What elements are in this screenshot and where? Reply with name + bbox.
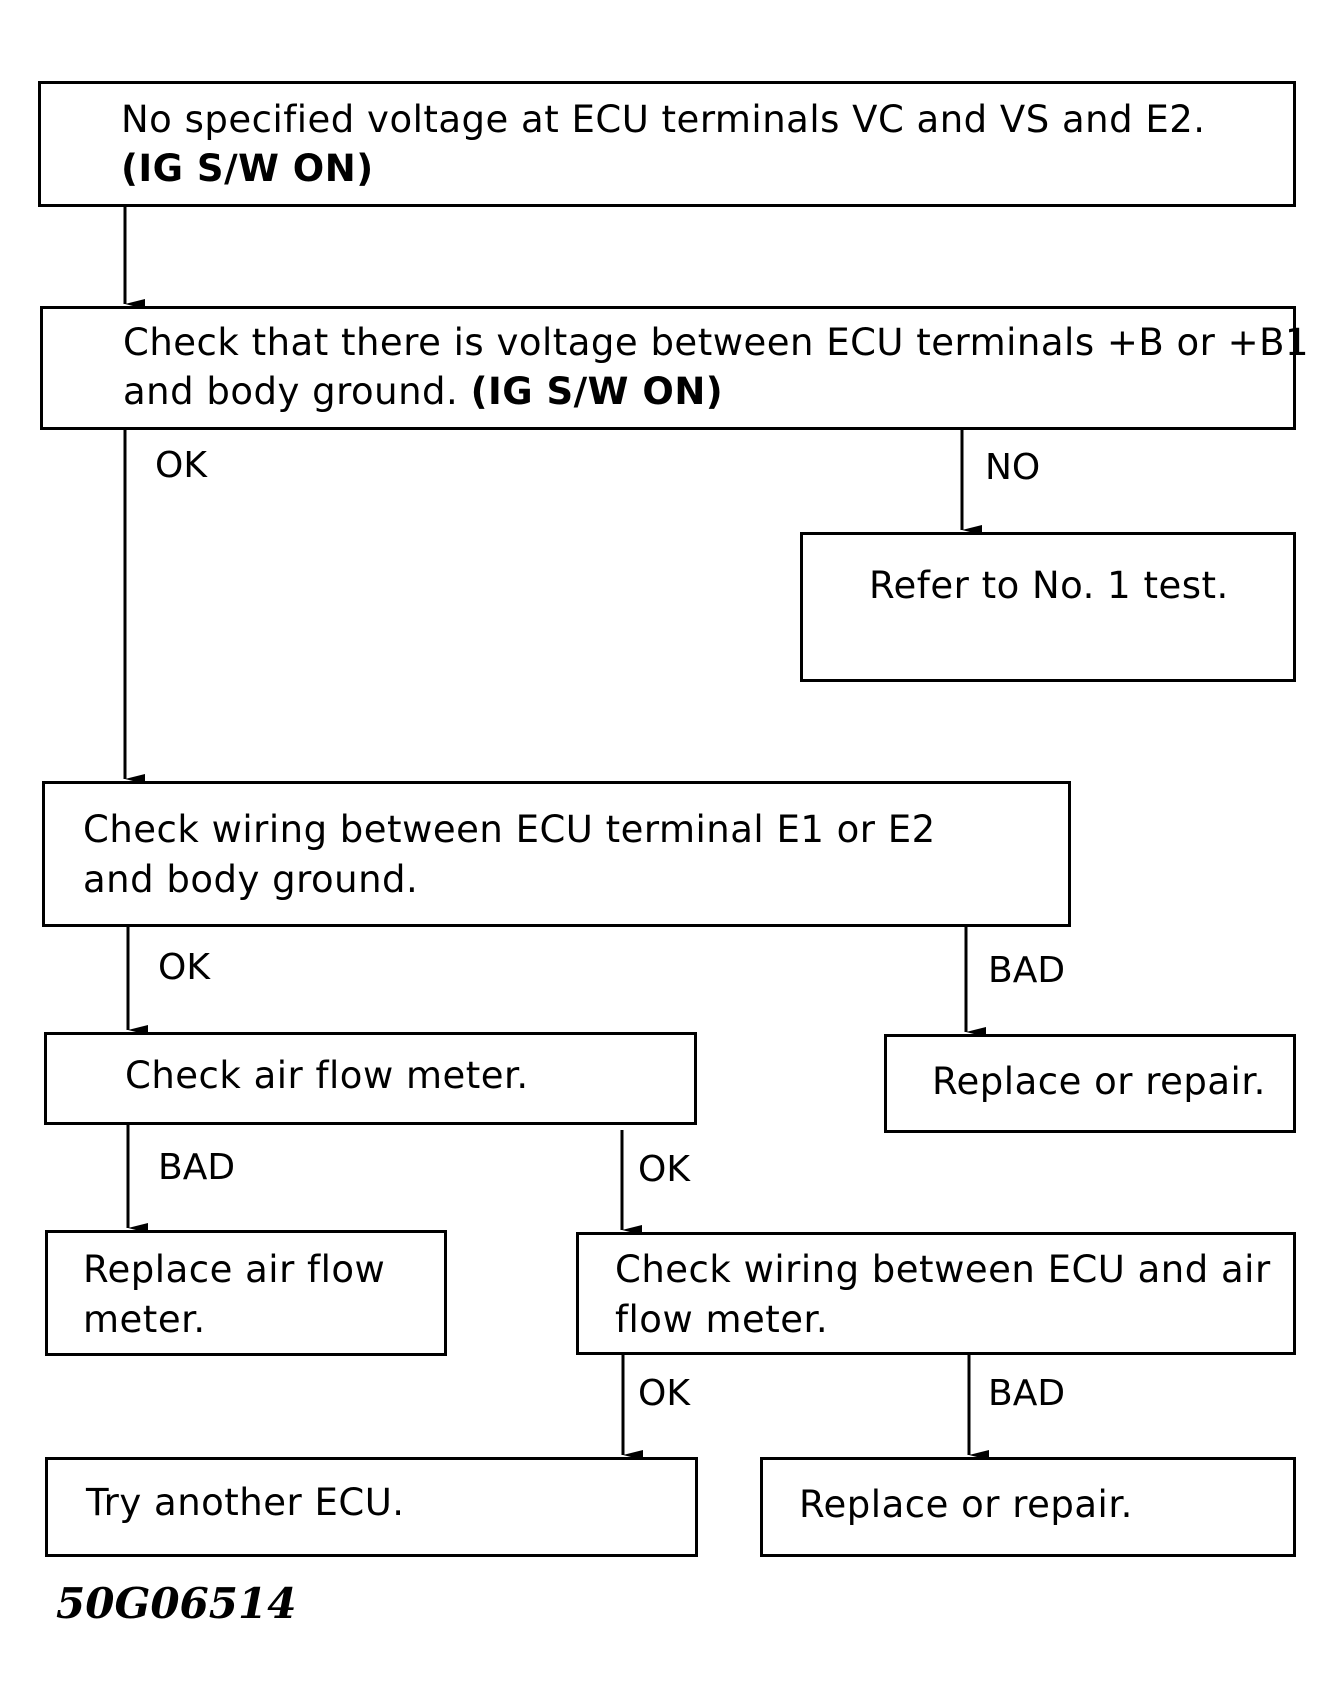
replace-repair-box-2: Replace or repair. bbox=[760, 1457, 1296, 1557]
figure-id: 50G06514 bbox=[56, 1579, 297, 1628]
try-ecu-text: Try another ECU. bbox=[86, 1481, 405, 1524]
label-bad-2: BAD bbox=[158, 1147, 236, 1188]
start-line-2: (IG S/W ON) bbox=[121, 147, 374, 190]
replace-repair-1-text: Replace or repair. bbox=[932, 1060, 1266, 1103]
check-voltage-line-1: Check that there is voltage between ECU … bbox=[123, 321, 1310, 364]
label-bad-1: BAD bbox=[988, 950, 1066, 991]
check-air-flow-text: Check air flow meter. bbox=[125, 1054, 529, 1097]
check-wiring-ground-line-1: Check wiring between ECU terminal E1 or … bbox=[83, 808, 936, 851]
check-voltage-line-2-text: and body ground. bbox=[123, 370, 471, 413]
check-wiring-meter-line-1: Check wiring between ECU and air bbox=[615, 1248, 1271, 1291]
check-air-flow-box: Check air flow meter. bbox=[44, 1032, 697, 1125]
label-ok-3: OK bbox=[638, 1149, 690, 1190]
check-wiring-ground-box: Check wiring between ECU terminal E1 or … bbox=[42, 781, 1071, 927]
check-voltage-condition: (IG S/W ON) bbox=[470, 370, 724, 413]
replace-repair-2-text: Replace or repair. bbox=[799, 1483, 1133, 1526]
replace-meter-line-1: Replace air flow bbox=[83, 1248, 386, 1291]
check-voltage-box: Check that there is voltage between ECU … bbox=[40, 306, 1309, 430]
label-ok-2: OK bbox=[158, 947, 210, 988]
replace-meter-box: Replace air flow meter. bbox=[45, 1230, 447, 1356]
label-no-1: NO bbox=[985, 447, 1041, 488]
label-ok-1: OK bbox=[155, 445, 207, 486]
check-wiring-meter-box: Check wiring between ECU and air flow me… bbox=[576, 1232, 1296, 1355]
check-voltage-line-2: and body ground. (IG S/W ON) bbox=[123, 367, 723, 417]
check-wiring-ground-line-2: and body ground. bbox=[83, 858, 419, 901]
refer-test-text: Refer to No. 1 test. bbox=[869, 564, 1229, 607]
start-condition-box: No specified voltage at ECU terminals VC… bbox=[38, 81, 1296, 207]
check-wiring-meter-line-2: flow meter. bbox=[615, 1298, 829, 1341]
label-bad-3: BAD bbox=[988, 1373, 1066, 1414]
label-ok-4: OK bbox=[638, 1373, 690, 1414]
replace-repair-box-1: Replace or repair. bbox=[884, 1034, 1296, 1133]
start-line-1: No specified voltage at ECU terminals VC… bbox=[121, 98, 1206, 141]
refer-test-box: Refer to No. 1 test. bbox=[800, 532, 1296, 682]
try-ecu-box: Try another ECU. bbox=[45, 1457, 698, 1557]
replace-meter-line-2: meter. bbox=[83, 1298, 206, 1341]
